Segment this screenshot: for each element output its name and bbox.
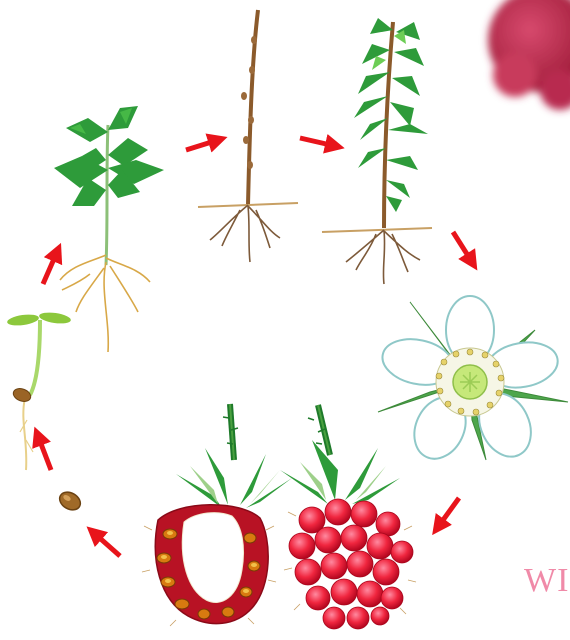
leafy-cane-icon <box>322 18 432 284</box>
raspberry-cross-section-icon <box>142 404 292 626</box>
arrow-6 <box>38 436 51 470</box>
arrow-2 <box>300 138 335 146</box>
seed-icon <box>56 489 83 514</box>
young-plant-icon <box>54 106 164 352</box>
raspberry-icon <box>280 405 416 629</box>
arrow-3 <box>453 232 472 262</box>
blurred-berry-corner <box>488 0 570 110</box>
arrow-4 <box>438 498 459 527</box>
arrow-5 <box>94 533 120 556</box>
flower-icon <box>378 296 568 467</box>
seedling-icon <box>6 311 71 470</box>
watermark-text: WI <box>524 562 569 600</box>
dormant-cane-icon <box>198 10 298 262</box>
arrow-7 <box>43 252 57 284</box>
arrow-1 <box>186 140 218 150</box>
